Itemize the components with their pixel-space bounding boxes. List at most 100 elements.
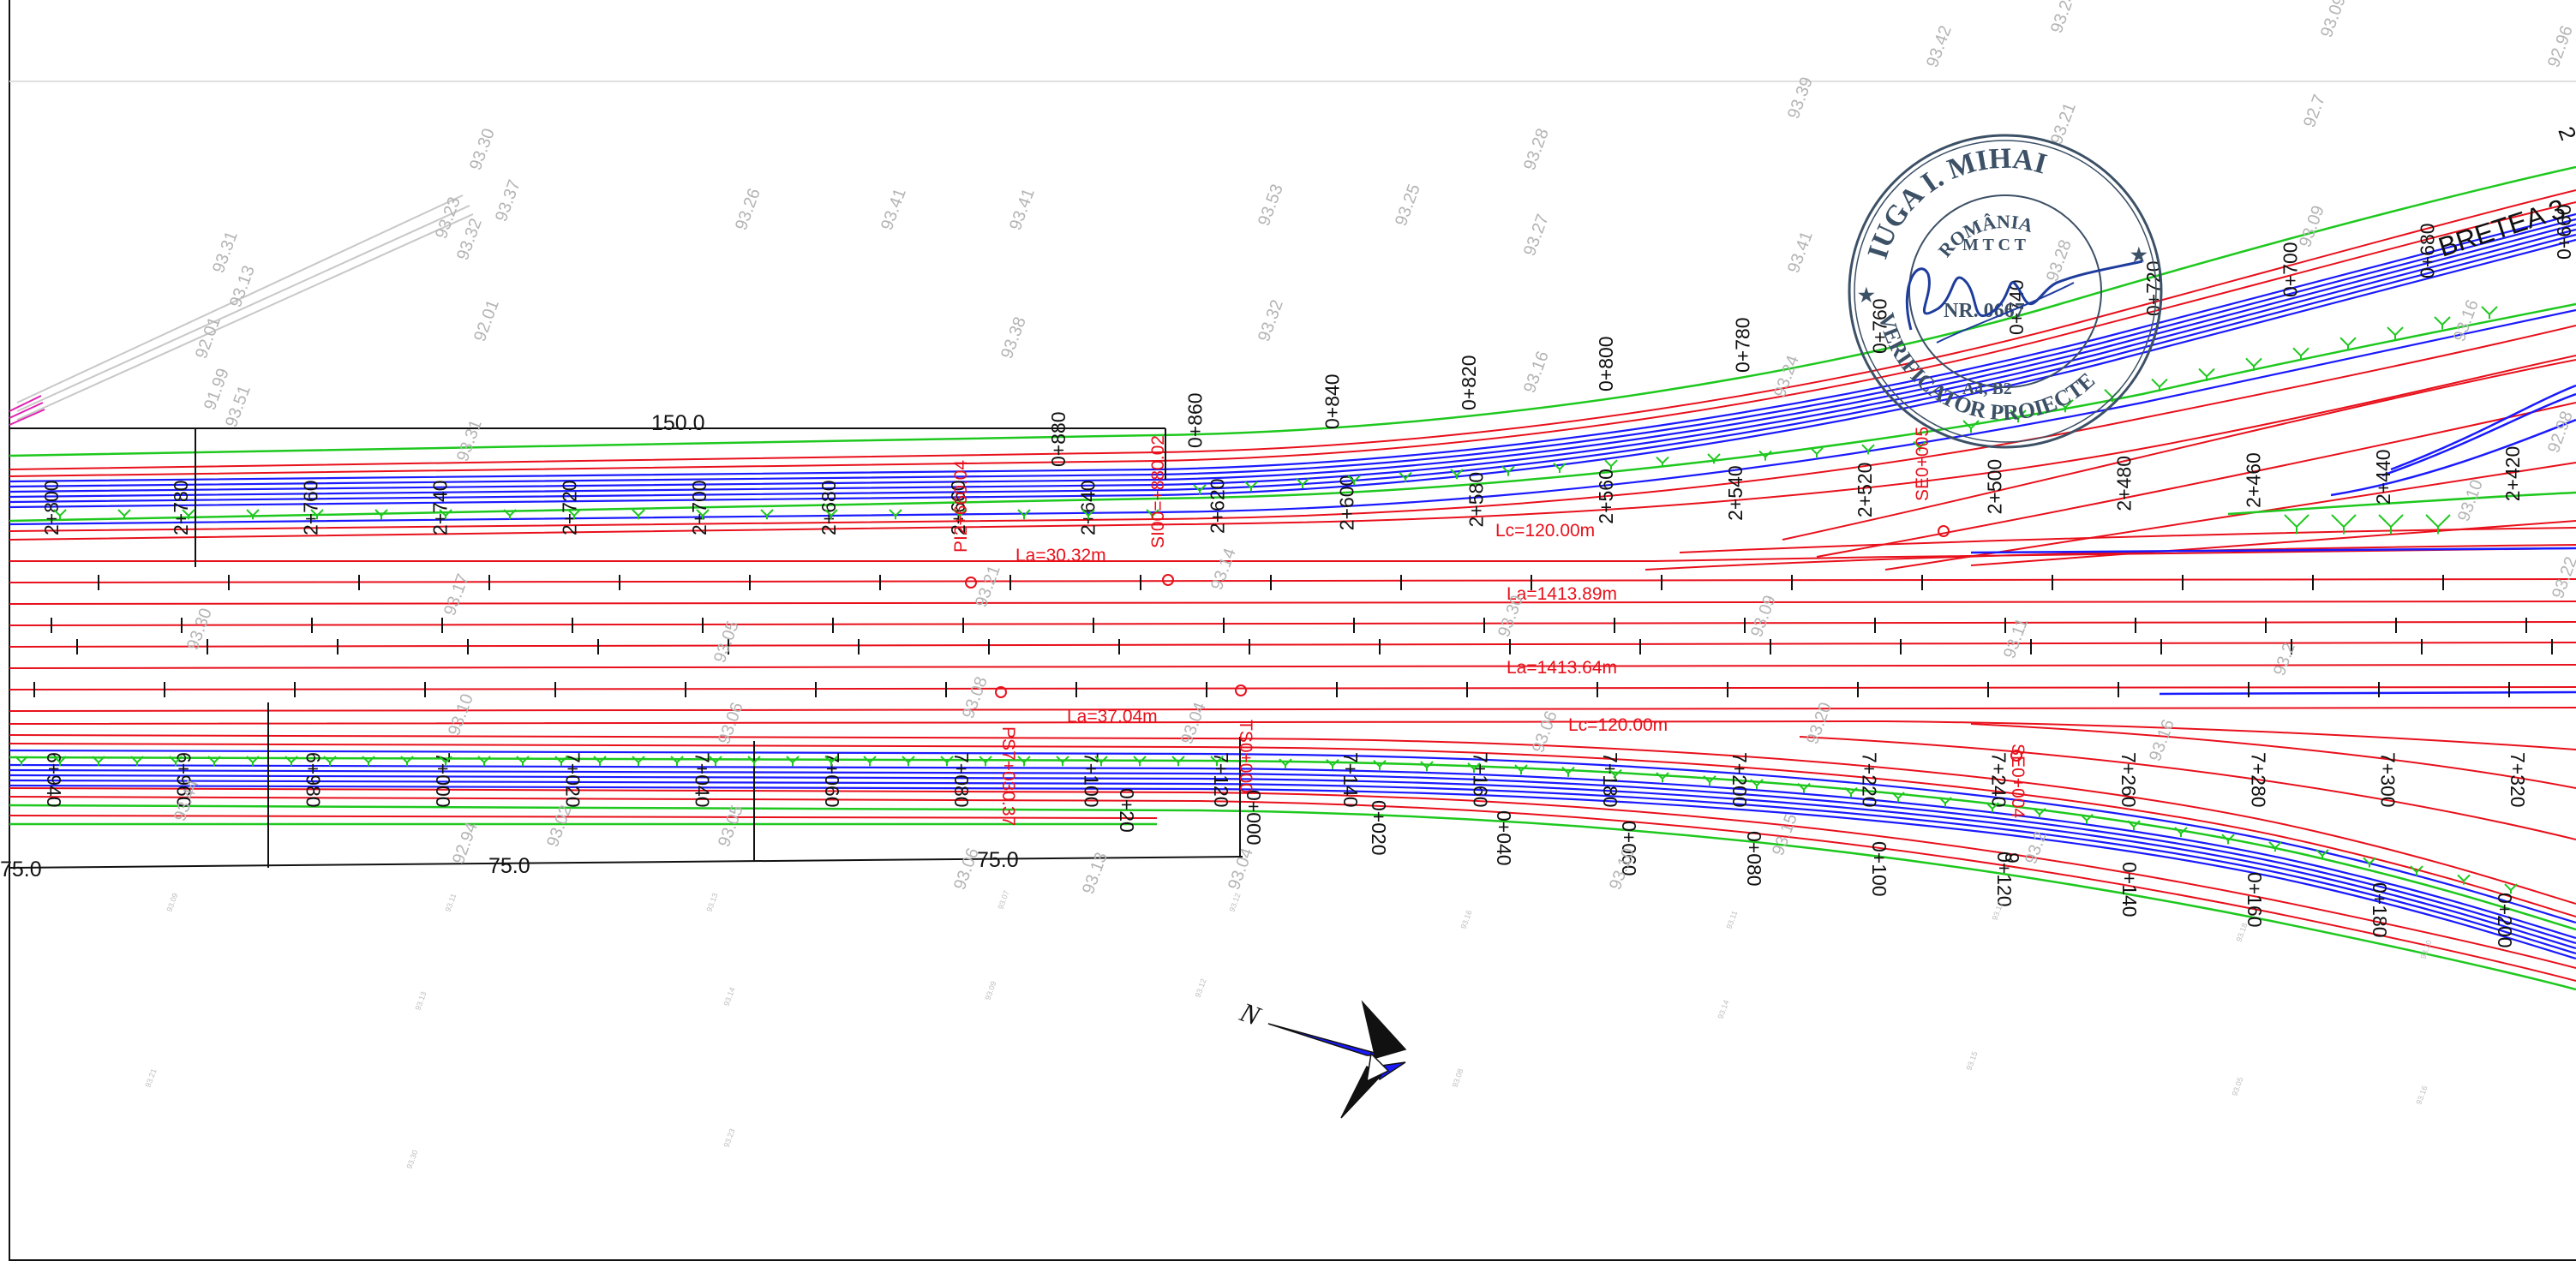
shoulder-marker (1081, 509, 1095, 520)
shoulder-marker (2198, 368, 2215, 381)
spot-elevation: 93.37 (492, 177, 524, 224)
chainage-upper-label: 2+580 (1465, 472, 1488, 528)
shoulder-marker (786, 756, 800, 767)
spot-elevation: 93.26 (732, 186, 764, 233)
survey-points (965, 525, 2022, 762)
shoulder-marker (15, 756, 28, 767)
spot-elevation-minor: 93.30 (404, 1149, 419, 1170)
chainage-lower-label: 7+080 (950, 752, 973, 808)
shoulder-marker (2127, 820, 2141, 831)
chainage-lower-label: 7+020 (561, 752, 584, 808)
shoulder-marker (1296, 478, 1309, 488)
shoulder-marker (1094, 756, 1108, 767)
chainage-upper-label: 2+460 (2243, 452, 2265, 508)
shoulder-marker (1193, 484, 1207, 495)
shoulder-marker (824, 756, 838, 767)
chainage-lower-misc-2: 9 (2001, 852, 2023, 864)
shoulder-marker (760, 509, 774, 520)
shoulder-marker (593, 756, 607, 767)
spot-elevation: 93.2 (2270, 641, 2299, 678)
chainage-upper-label: 2+720 (559, 480, 581, 535)
road-label-far: 2 (2553, 123, 2576, 144)
stamp-agency: M T C T (1962, 236, 2027, 254)
shoulder-marker (2284, 514, 2309, 535)
shoulder-marker (902, 756, 915, 767)
shoulder-marker (1399, 471, 1412, 482)
spot-elevation: 93.16 (2146, 717, 2178, 764)
shoulder-marker (2434, 316, 2451, 330)
shoulder-marker (1467, 762, 1481, 774)
shoulder-marker (246, 509, 260, 520)
shoulder-marker (503, 509, 517, 520)
shoulder-marker (709, 756, 722, 767)
shoulder-marker (1146, 509, 1159, 520)
shoulder-marker (567, 509, 581, 520)
shoulder-marker (2410, 865, 2423, 876)
spot-elevation-minor: 93.21 (143, 1067, 158, 1089)
shoulder-marker (1797, 782, 1811, 793)
chainage-lower-ramp-label: 0+120 (1993, 852, 2016, 907)
north-label: N (1236, 995, 1266, 1031)
spot-elevation-minor: 93.07 (996, 889, 1010, 911)
shoulder-marker (323, 756, 337, 767)
shoulder-marker (1171, 756, 1185, 767)
chainage-lower-label: 7+280 (2247, 752, 2269, 808)
chainage-lower-label: 7+140 (1339, 752, 1362, 808)
spot-elevation: 93.2 (2022, 829, 2051, 867)
shoulder-marker (2268, 841, 2282, 852)
chainage-upper-label: 2+700 (688, 480, 710, 535)
upper-road-edges (9, 189, 2576, 541)
shoulder-marker (1210, 756, 1224, 767)
spot-elevation: 93.20 (1803, 700, 1836, 747)
chainage-lower-ramp-label: 0+100 (1868, 841, 1890, 897)
spot-elevation: 93.51 (222, 383, 255, 430)
chainage-lower-ramp-label: 0+000 (1243, 790, 1265, 846)
spot-elevation: 93.06 (1529, 708, 1561, 756)
road-label: BRETEA 3 (2435, 193, 2569, 263)
shoulder-marker (53, 756, 67, 767)
chainage-upper-label: 2+420 (2501, 446, 2524, 502)
spot-elevation-minor: 93.14 (1716, 999, 1730, 1020)
spot-elevation-minor: 93.16 (2414, 1085, 2429, 1106)
shoulder-marker (246, 756, 260, 767)
chainage-lower-label: 7+220 (1858, 752, 1880, 808)
shoulder-marker (1604, 459, 1618, 470)
chainage-upper-ramp-label: 0+840 (1321, 374, 1343, 429)
chainage-upper-ramp-label: 0+880 (1047, 411, 1069, 467)
point-s-upper: SI00=+880.02 (1148, 435, 1168, 548)
chainage-upper-label: 2+800 (40, 480, 63, 535)
stamp-signature (1905, 260, 2143, 331)
spot-elevation-minor: 93.05 (2230, 1076, 2244, 1097)
spot-elevation: 93.02 (543, 803, 576, 850)
shoulder-marker (1962, 420, 1980, 433)
shoulder-marker (1553, 463, 1567, 473)
spot-elevation-minor: 93.12 (1193, 977, 1207, 999)
shoulder-marker (1810, 447, 1824, 457)
shoulder-marker (696, 509, 710, 520)
shoulder-marker (554, 756, 568, 767)
chainage-upper-label: 2+780 (170, 480, 192, 535)
point-t-lower: TS0+000 (1236, 720, 1255, 793)
shoulder-marker (1133, 756, 1147, 767)
existing-road-lines (16, 194, 474, 421)
drawing-frame (9, 0, 2576, 1261)
chainage-upper-label: 2+560 (1595, 469, 1617, 524)
spot-elevation: 93.04 (1177, 700, 1210, 747)
curve-la-upper: La=30.32m (1015, 546, 1106, 565)
main-alignment-lines (9, 527, 2576, 750)
shoulder-marker (477, 756, 491, 767)
spot-elevation-minor: 93.18 (2234, 922, 2249, 943)
chainage-upper-label: 2+640 (1076, 480, 1099, 535)
shoulder-marker (1750, 779, 1764, 790)
shoulder-marker (940, 756, 954, 767)
spot-elevation: 93.41 (1006, 186, 1039, 233)
spot-elevation: 93.30 (183, 606, 216, 653)
shoulder-marker (1514, 764, 1528, 775)
shoulder-marker (2010, 409, 2027, 423)
spot-elevation: 93.04 (1225, 846, 1257, 893)
shoulder-marker (130, 756, 144, 767)
spot-elevation-minor: 93.13 (413, 990, 428, 1012)
spot-elevation: 92.94 (449, 820, 482, 867)
shoulder-marker (1347, 475, 1361, 486)
